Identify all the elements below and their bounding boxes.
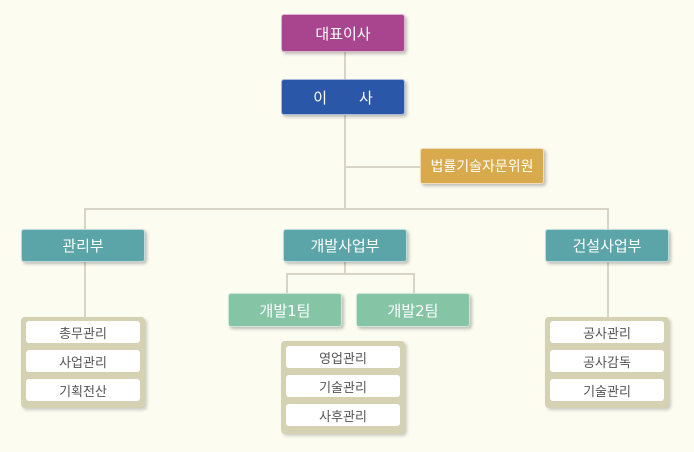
connector-dept1-drop	[84, 208, 86, 230]
connector-teams-bus	[286, 273, 414, 275]
dept-development-box: 개발사업부	[283, 229, 407, 262]
connector-director-trunk	[344, 115, 346, 210]
director-char-1: 이	[313, 88, 327, 107]
connector-ceo-director	[344, 52, 346, 80]
connector-dept1-group	[84, 262, 86, 318]
list-item: 사업관리	[26, 350, 140, 372]
connector-dept-bus	[84, 208, 608, 210]
admin-item-group: 총무관리 사업관리 기획전산	[21, 317, 145, 408]
team-dev1-box: 개발1팀	[228, 293, 342, 327]
team-dev2-box: 개발2팀	[356, 293, 470, 327]
list-item: 영업관리	[286, 346, 400, 368]
list-item: 공사감독	[550, 350, 664, 372]
connector-dept3-group	[607, 262, 609, 318]
advisory-box: 법률기술자문위원	[420, 148, 544, 184]
list-item: 총무관리	[26, 321, 140, 343]
connector-team2-drop	[413, 273, 415, 293]
connector-advisory	[346, 166, 420, 168]
list-item: 기획전산	[26, 379, 140, 401]
connector-dept3-drop	[607, 208, 609, 230]
director-char-2: 사	[359, 88, 373, 107]
list-item: 사후관리	[286, 404, 400, 426]
construction-item-group: 공사관리 공사감독 기술관리	[545, 317, 669, 408]
list-item: 기술관리	[550, 379, 664, 401]
development-item-group: 영업관리 기술관리 사후관리	[281, 341, 405, 434]
ceo-box: 대표이사	[281, 14, 405, 52]
connector-dept2-teams	[344, 262, 346, 274]
dept-admin-box: 관리부	[21, 229, 145, 262]
list-item: 기술관리	[286, 375, 400, 397]
connector-team1-drop	[286, 273, 288, 293]
dept-construction-box: 건설사업부	[545, 229, 669, 262]
director-box: 이 사	[281, 79, 405, 115]
list-item: 공사관리	[550, 321, 664, 343]
